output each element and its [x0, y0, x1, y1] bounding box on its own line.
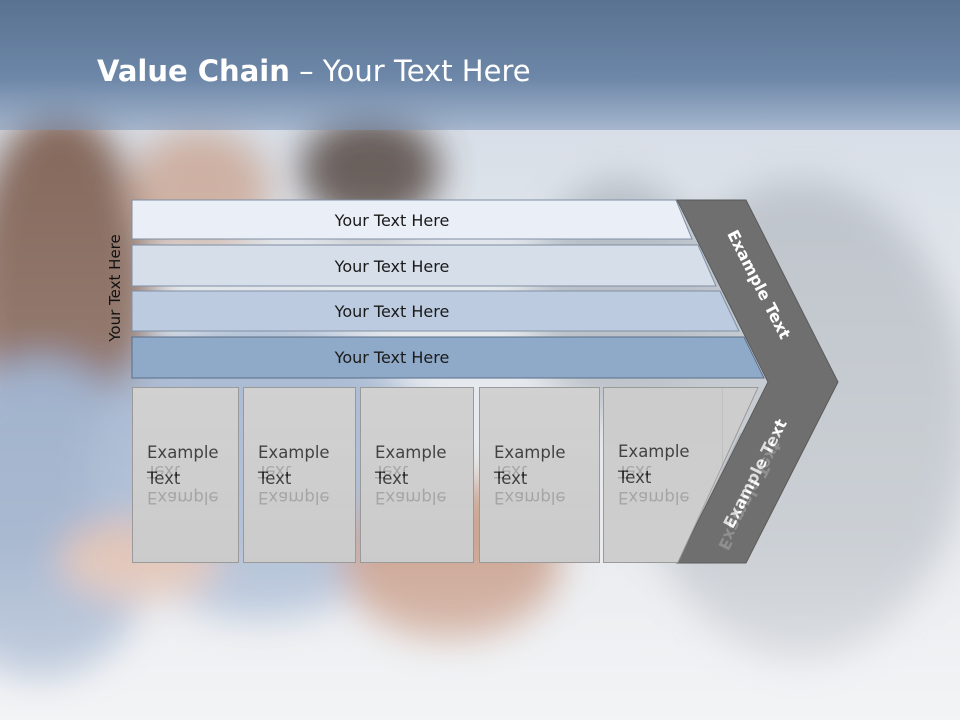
bar-shape-3 [131, 290, 740, 332]
example-box-1: Example Text [132, 387, 239, 563]
bar-label-2: Your Text Here [334, 256, 450, 276]
title-bold: Value Chain [97, 54, 290, 88]
bar-shape-1 [131, 199, 693, 240]
bar-label-1: Your Text Here [334, 210, 450, 230]
example-box-5: Example Text [603, 387, 723, 563]
example-box-5-shape [603, 387, 759, 563]
example-box-4-line2: Text [494, 469, 528, 488]
bar-shape-4 [131, 336, 765, 379]
example-box-4: Example Text [479, 387, 600, 563]
chevron-arrow [676, 199, 839, 564]
bar-shape-2 [131, 244, 717, 287]
bar-label-4: Your Text Here [334, 347, 450, 367]
example-box-3-line1: Example [375, 443, 447, 462]
example-box-5-line2: Text [618, 468, 652, 487]
bar-label-3: Your Text Here [334, 301, 450, 321]
title-rest: – Your Text Here [289, 54, 531, 88]
example-box-2-line2: Text [258, 469, 292, 488]
example-box-4-line1: Example [494, 443, 566, 462]
example-box-1-line1: Example [147, 443, 219, 462]
slide-title: Value Chain – Your Text Here [97, 54, 531, 88]
example-box-2-line1: Example [258, 443, 330, 462]
example-box-3: Example Text [360, 387, 474, 563]
title-band [0, 0, 960, 130]
example-box-3-line2: Text [375, 469, 409, 488]
example-box-1-line2: Text [147, 469, 181, 488]
example-box-2: Example Text [243, 387, 356, 563]
example-box-5-line1: Example [618, 442, 690, 461]
